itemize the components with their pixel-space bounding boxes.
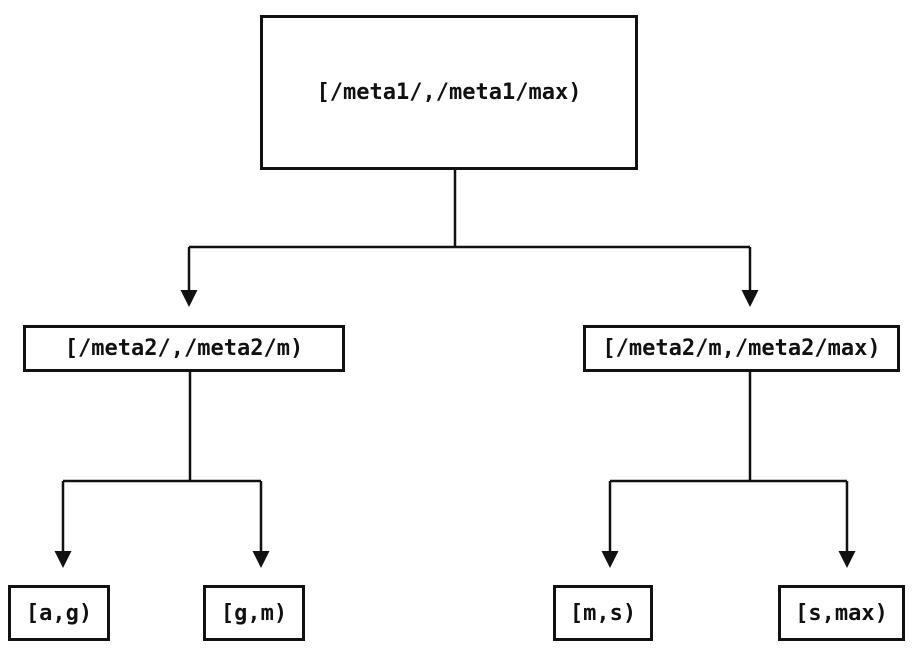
- node-leaf-smax: [s,max): [778, 585, 905, 641]
- arrowhead-to-left-node: [180, 290, 198, 307]
- node-right-interval: [/meta2/m,/meta2/max): [583, 325, 900, 372]
- node-root-interval: [/meta1/,/meta1/max): [260, 15, 638, 170]
- node-leaf-gm: [g,m): [203, 585, 305, 641]
- arrowhead-to-leaf-smax: [838, 551, 856, 568]
- arrowhead-to-leaf-ag: [54, 551, 72, 568]
- node-leaf-ms: [m,s): [553, 585, 653, 641]
- arrowhead-to-leaf-ms: [601, 551, 619, 568]
- node-leaf-ag: [a,g): [8, 585, 110, 641]
- node-left-interval: [/meta2/,/meta2/m): [23, 325, 345, 372]
- edge-group-root-to-children: [180, 170, 759, 307]
- edge-group-right-to-leaves: [601, 371, 856, 568]
- edge-group-left-to-leaves: [54, 371, 270, 568]
- arrowhead-to-leaf-gm: [252, 551, 270, 568]
- arrowhead-to-right-node: [741, 290, 759, 307]
